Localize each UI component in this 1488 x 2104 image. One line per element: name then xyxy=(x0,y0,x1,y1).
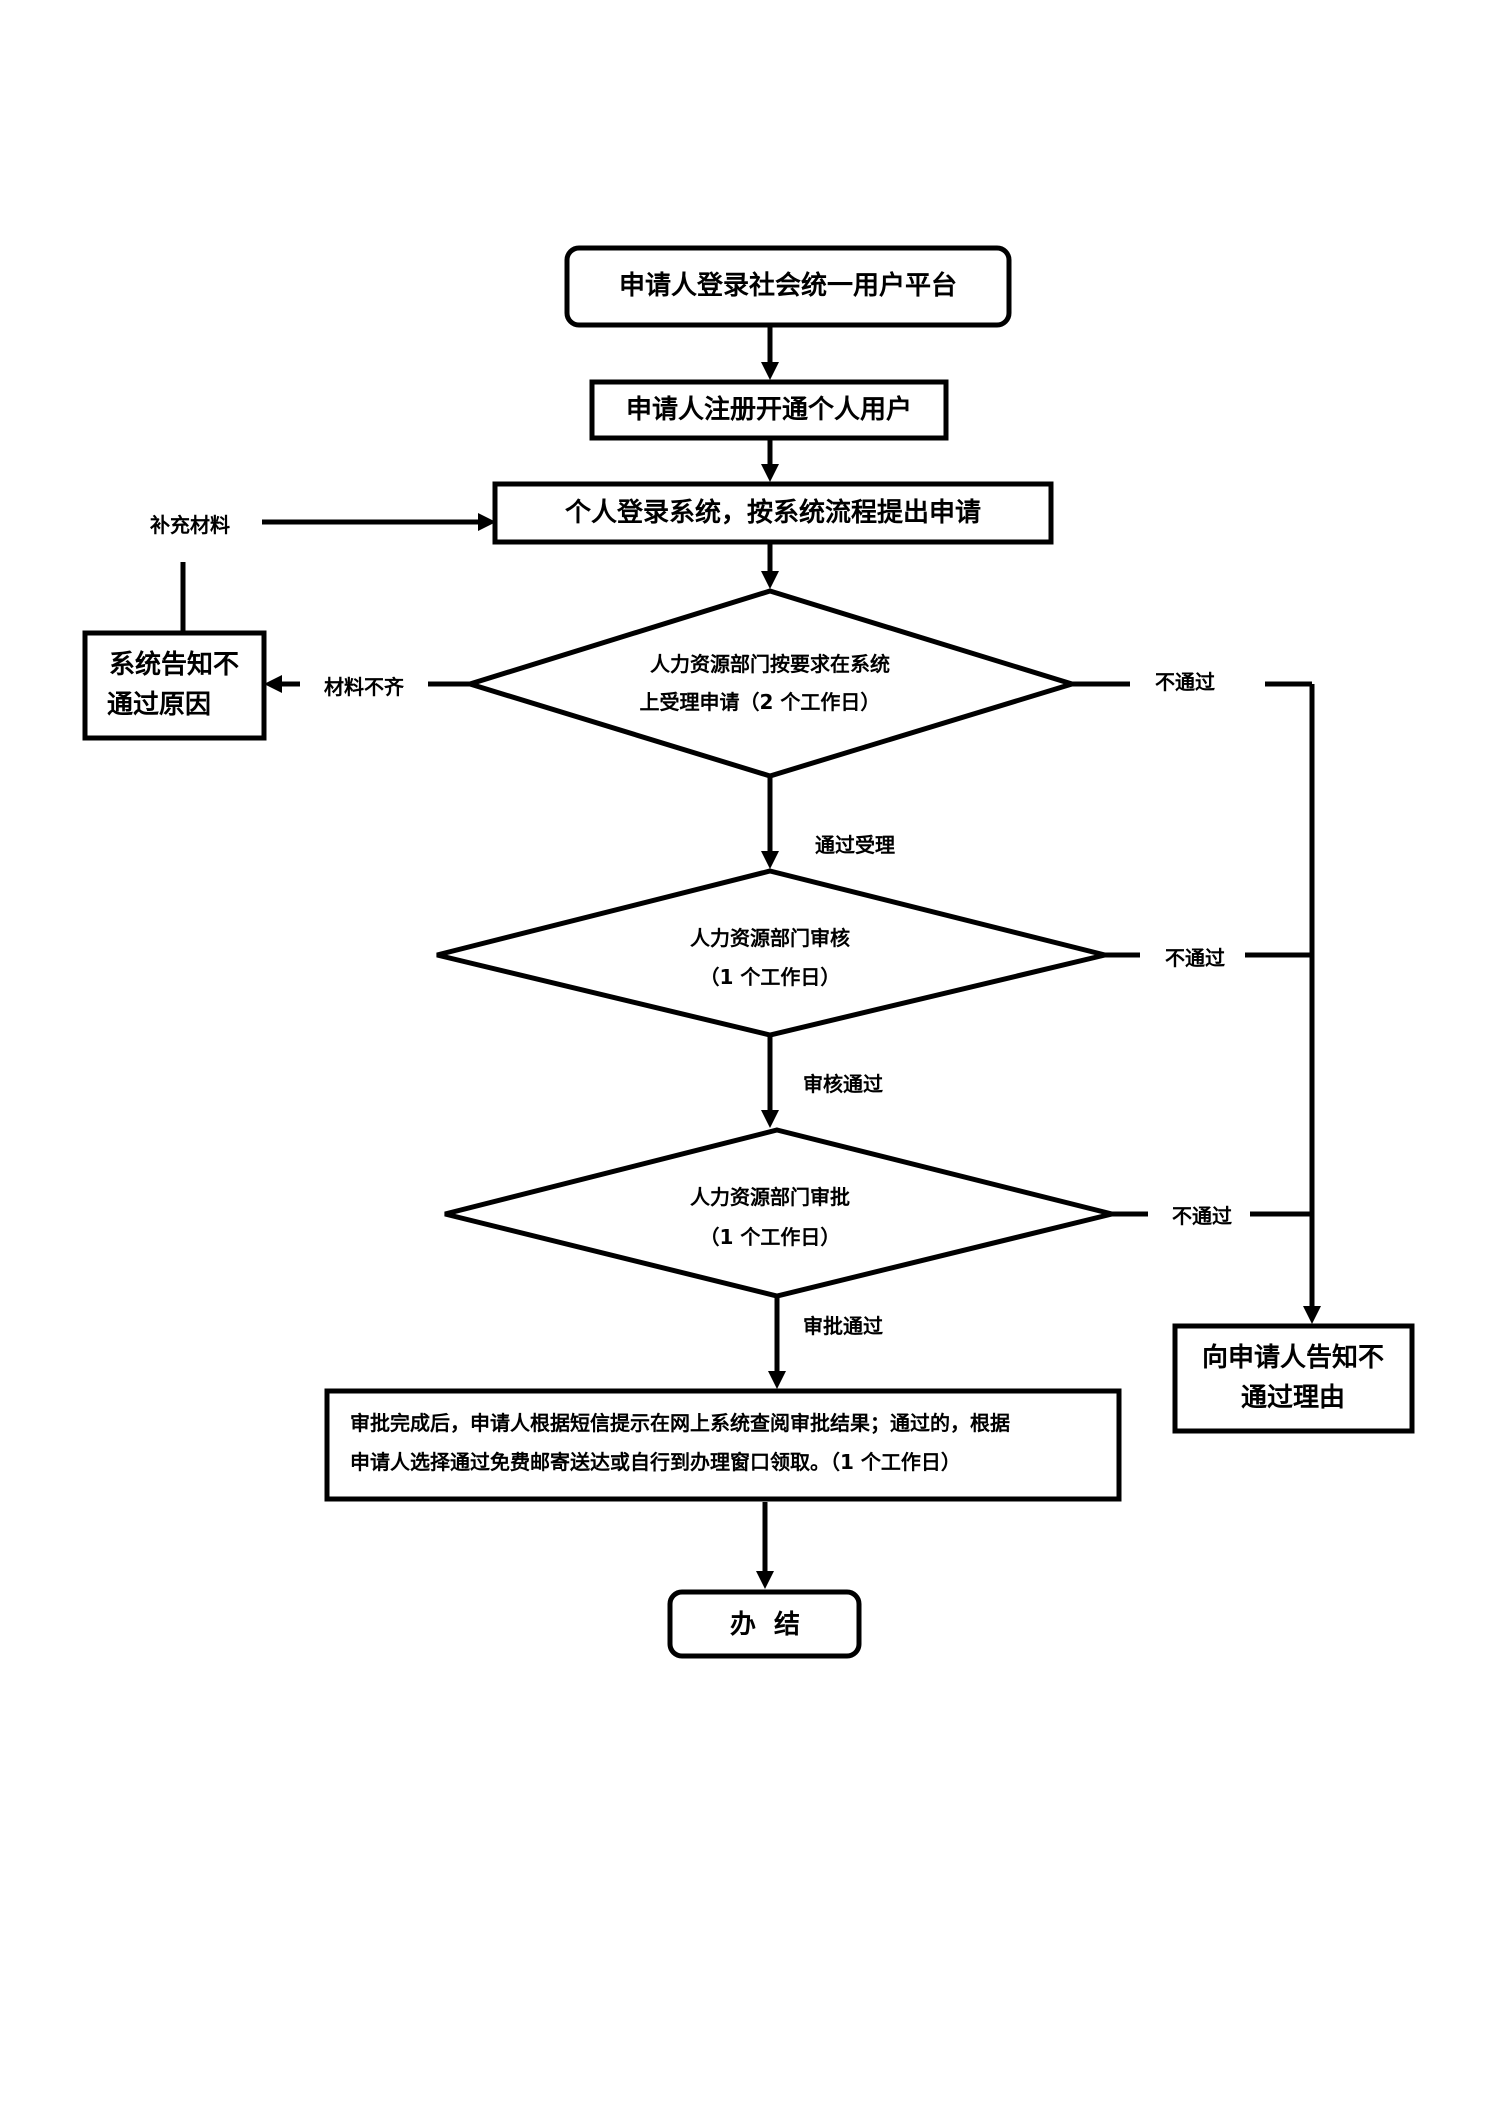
arrowhead xyxy=(761,464,779,482)
node-reject-reason-line1: 向申请人告知不 xyxy=(1202,1342,1384,1373)
node-login-apply-label: 个人登录系统，按系统流程提出申请 xyxy=(565,497,981,528)
node-accept-line1: 人力资源部门按要求在系统 xyxy=(650,652,890,676)
node-review-line1: 人力资源部门审核 xyxy=(690,926,850,950)
arrowhead xyxy=(761,1110,779,1128)
node-review: 人力资源部门审核 （1 个工作日） xyxy=(436,868,1106,1038)
node-register-label: 申请人注册开通个人用户 xyxy=(626,394,912,425)
node-start-label: 申请人登录社会统一用户平台 xyxy=(619,270,957,301)
edge-label-reject-approve: 不通过 xyxy=(1172,1204,1232,1228)
edges xyxy=(180,325,1321,1589)
arrowhead xyxy=(756,1571,774,1589)
node-result: 审批完成后，申请人根据短信提示在网上系统查阅审批结果；通过的，根据 申请人选择通… xyxy=(324,1388,1122,1502)
node-start: 申请人登录社会统一用户平台 xyxy=(564,245,1012,328)
node-reject-reason: 向申请人告知不 通过理由 xyxy=(1172,1323,1415,1434)
arrowhead xyxy=(761,362,779,380)
node-result-line2: 申请人选择通过免费邮寄送达或自行到办理窗口领取。（1 个工作日） xyxy=(350,1450,961,1474)
node-login-apply: 个人登录系统，按系统流程提出申请 xyxy=(492,481,1054,545)
edge-label-approved: 审批通过 xyxy=(803,1314,883,1338)
arrowhead xyxy=(478,513,496,531)
edge-label-incomplete: 材料不齐 xyxy=(324,675,405,699)
node-notify-reason: 系统告知不 通过原因 xyxy=(82,630,267,741)
node-reject-reason-line2: 通过理由 xyxy=(1241,1383,1345,1413)
node-result-line1: 审批完成后，申请人根据短信提示在网上系统查阅审批结果；通过的，根据 xyxy=(350,1411,1010,1435)
edge-label-accepted: 通过受理 xyxy=(815,833,895,857)
node-accept-line2: 上受理申请（2 个工作日） xyxy=(640,690,881,714)
node-approve: 人力资源部门审批 （1 个工作日） xyxy=(444,1127,1113,1299)
node-register: 申请人注册开通个人用户 xyxy=(589,379,949,441)
node-review-line2: （1 个工作日） xyxy=(700,965,841,989)
node-finish: 办 结 xyxy=(667,1589,862,1659)
node-approve-line1: 人力资源部门审批 xyxy=(690,1185,850,1209)
node-accept: 人力资源部门按要求在系统 上受理申请（2 个工作日） xyxy=(461,588,1081,779)
arrowhead xyxy=(1303,1306,1321,1324)
edge-labels: 补充材料 材料不齐 通过受理 审核通过 审批通过 不通过 不通过 不通过 xyxy=(149,513,1232,1338)
arrowhead xyxy=(264,675,282,693)
node-notify-reason-line1: 系统告知不 xyxy=(109,649,239,680)
edge-label-reject-review: 不通过 xyxy=(1165,946,1225,970)
node-finish-label: 办 结 xyxy=(730,1610,800,1640)
arrowhead xyxy=(761,851,779,869)
edge-label-reviewed: 审核通过 xyxy=(803,1072,883,1096)
node-notify-reason-line2: 通过原因 xyxy=(107,690,211,720)
arrowhead xyxy=(761,571,779,589)
node-approve-line2: （1 个工作日） xyxy=(700,1225,841,1249)
edge-label-reject-accept: 不通过 xyxy=(1155,670,1215,694)
arrowhead xyxy=(768,1371,786,1389)
edge-label-supplement: 补充材料 xyxy=(149,513,230,537)
